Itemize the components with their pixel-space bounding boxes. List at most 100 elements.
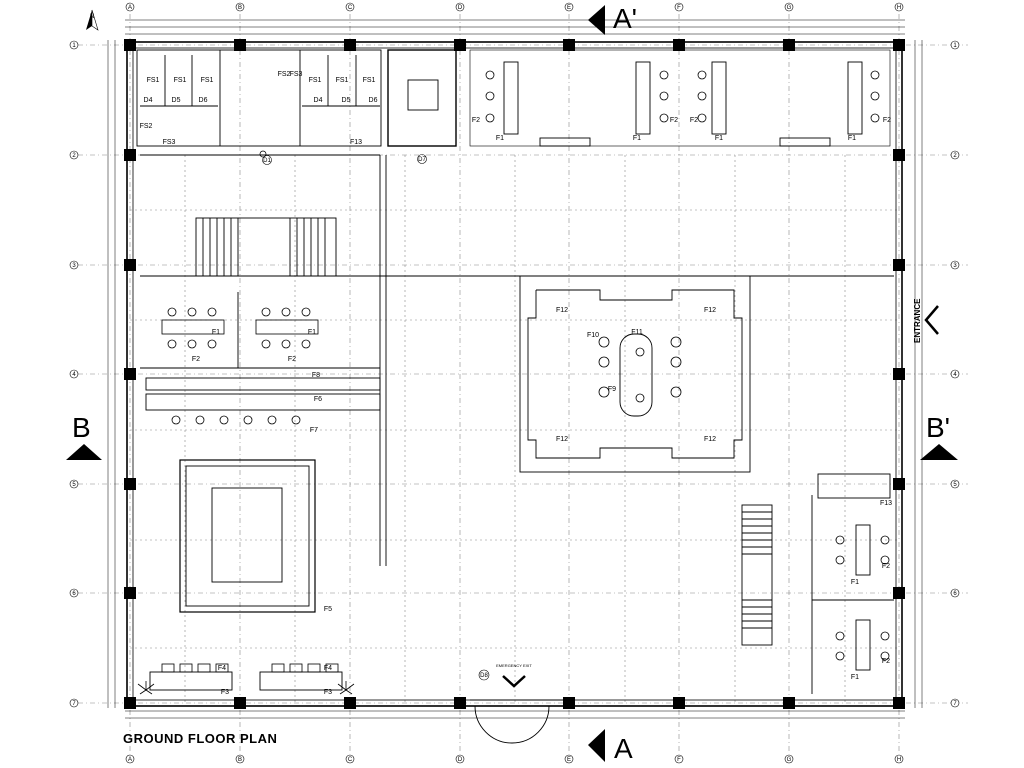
- tag-f11: F11: [631, 329, 643, 336]
- tag-d4-2: D4: [314, 97, 323, 104]
- tag-f13: F13: [880, 500, 892, 507]
- entrance-label: ENTRANCE: [913, 298, 922, 343]
- interior-walls: [136, 49, 894, 744]
- door-tags: D1 D7 D8: [262, 154, 490, 681]
- grid-row-2-left: 2: [72, 153, 76, 159]
- tag-f2-study-2: F2: [670, 117, 678, 124]
- furniture-tags: F2 F1 F1 F2 F2 F1 F1 F2 F1 F2 F1 F2 F8 F…: [192, 117, 892, 696]
- chairs: [161, 70, 890, 673]
- section-b-prime-arrow-icon: [920, 444, 958, 460]
- grid-col-h-top: H: [897, 5, 901, 11]
- tag-fs1-5: FS1: [336, 77, 349, 84]
- tag-d5-1: D5: [172, 97, 181, 104]
- tag-fs1-6: FS1: [363, 77, 376, 84]
- section-a-label: A: [614, 733, 633, 764]
- grid-col-f-top: F: [677, 5, 681, 11]
- tag-fs2-left: FS2: [140, 123, 153, 130]
- tag-f2-meeting-2: F2: [288, 356, 296, 363]
- tag-f2-study-1: F2: [472, 117, 480, 124]
- emergency-exit-label: EMERGENCY EXIT: [496, 663, 532, 668]
- grid-col-c-bottom: C: [348, 757, 353, 763]
- tag-f2-meeting-1: F2: [192, 356, 200, 363]
- tag-f3-2: F3: [324, 689, 332, 696]
- tag-d6-1: D6: [199, 97, 208, 104]
- door-tag-d1: D1: [263, 158, 271, 164]
- section-b-prime-label: B': [926, 412, 950, 443]
- tag-f1-study-3: F1: [715, 135, 723, 142]
- plan-title: GROUND FLOOR PLAN: [123, 731, 278, 746]
- tag-f2-meeting-3: F2: [882, 563, 890, 570]
- grid-col-b-bottom: B: [238, 757, 242, 763]
- tag-f1-meeting-3: F1: [851, 579, 859, 586]
- tag-fs1-4: FS1: [309, 77, 322, 84]
- section-a-arrow-icon: [588, 729, 605, 762]
- plant-icon: [137, 681, 355, 695]
- structural-columns: [124, 39, 905, 709]
- grid-row-2-right: 2: [953, 153, 957, 159]
- tag-fs1-3: FS1: [201, 77, 214, 84]
- tag-d6-2: D6: [369, 97, 378, 104]
- tag-f13-restroom: F13: [350, 139, 362, 146]
- grid-col-a-top: A: [128, 5, 132, 11]
- tag-fs2-top: FS2: [278, 71, 291, 78]
- tag-f5: F5: [324, 606, 332, 613]
- grid-col-e-top: E: [567, 5, 571, 11]
- grid-row-3-left: 3: [72, 263, 76, 269]
- tag-f1-meeting-1: F1: [212, 329, 220, 336]
- section-b-label: B: [72, 412, 91, 443]
- grid-row-6-left: 6: [72, 591, 76, 597]
- tag-f1-study-4: F1: [848, 135, 856, 142]
- grid-col-h-bottom: H: [897, 757, 901, 763]
- grid-row-4-left: 4: [72, 372, 76, 378]
- tag-d5-2: D5: [342, 97, 351, 104]
- grid-col-a-bottom: A: [128, 757, 132, 763]
- grid-row-7-right: 7: [953, 701, 957, 707]
- grid-row-4-right: 4: [953, 372, 957, 378]
- grid-row-7-left: 7: [72, 701, 76, 707]
- grid-row-1-right: 1: [953, 43, 957, 49]
- grid-col-b-top: B: [238, 5, 242, 11]
- section-a-prime-arrow-icon: [588, 5, 605, 35]
- grid-row-6-right: 6: [953, 591, 957, 597]
- tag-f6: F6: [314, 396, 322, 403]
- tag-f1-meeting-4: F1: [851, 674, 859, 681]
- tag-d4-1: D4: [144, 97, 153, 104]
- dimension-lines: [107, 19, 923, 719]
- north-arrow-icon: N: [86, 9, 99, 31]
- tag-f1-meeting-2: F1: [308, 329, 316, 336]
- tag-f3-1: F3: [221, 689, 229, 696]
- tag-f7: F7: [310, 427, 318, 434]
- grid-row-1-left: 1: [72, 43, 76, 49]
- grid-bubbles: [69, 2, 960, 764]
- entrance-marker: ENTRANCE EMERGENCY EXIT: [496, 298, 939, 688]
- tag-f2-study-3: F2: [690, 117, 698, 124]
- tag-f8: F8: [312, 372, 320, 379]
- section-b-arrow-icon: [66, 444, 102, 460]
- grid-row-5-right: 5: [953, 482, 957, 488]
- section-a-prime-label: A': [613, 3, 637, 34]
- tag-f1-study-1: F1: [496, 135, 504, 142]
- tag-f12-2: F12: [704, 307, 716, 314]
- north-label: N: [90, 14, 94, 20]
- tag-f12-1: F12: [556, 307, 568, 314]
- grid-col-d-bottom: D: [458, 757, 463, 763]
- grid-col-d-top: D: [458, 5, 463, 11]
- tag-f12-3: F12: [556, 436, 568, 443]
- tag-f9: F9: [608, 386, 616, 393]
- grid-col-f-bottom: F: [677, 757, 681, 763]
- tag-fs1-2: FS1: [174, 77, 187, 84]
- grid-col-c-top: C: [348, 5, 353, 11]
- grid-col-g-top: G: [787, 5, 792, 11]
- grid-row-3-right: 3: [953, 263, 957, 269]
- grid-labels: A B C D E F G H A B C D E F G H 1 2 3 4 …: [72, 5, 957, 763]
- tag-fs1-1: FS1: [147, 77, 160, 84]
- tag-f4-2: F4: [324, 665, 332, 672]
- grid-col-e-bottom: E: [567, 757, 571, 763]
- door-tag-d7: D7: [418, 157, 426, 163]
- tag-f10: F10: [587, 332, 599, 339]
- section-markers: A' A B B': [66, 3, 958, 764]
- tag-f4-1: F4: [218, 665, 226, 672]
- entrance-chevron-icon: [924, 305, 939, 335]
- tag-f2-study-4: F2: [883, 117, 891, 124]
